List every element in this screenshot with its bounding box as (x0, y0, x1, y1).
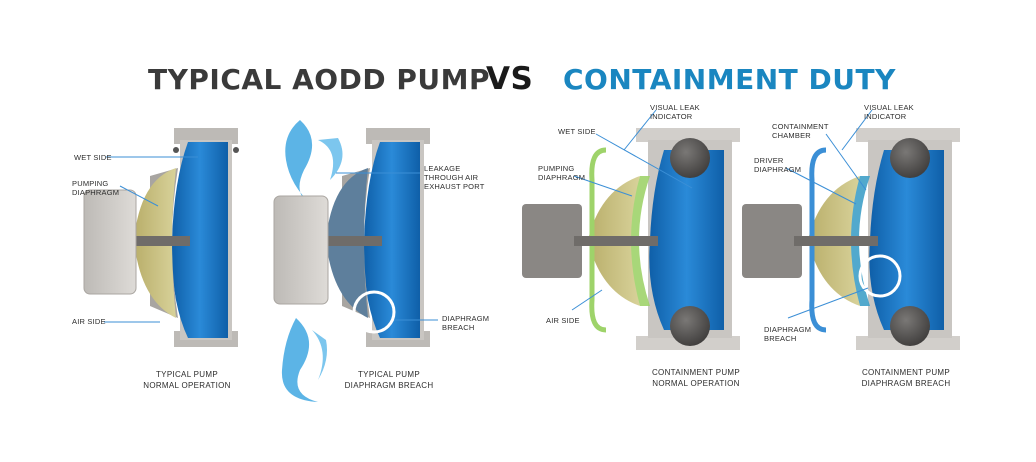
fluid-chamber (869, 150, 944, 330)
label-leakage-through-air-exhaust-port: LEAKAGE THROUGH AIR EXHAUST PORT (424, 164, 485, 191)
title-containment-duty: CONTAINMENT DUTY (563, 63, 896, 96)
label-air-side: AIR SIDE (72, 317, 106, 326)
leak-splash-bottom (312, 330, 327, 380)
manifold-top (636, 128, 740, 142)
label-air-side: AIR SIDE (546, 316, 580, 325)
leak-indicator-leader (623, 109, 657, 151)
caption-typical-breach: TYPICAL PUMP DIAPHRAGM BREACH (344, 370, 434, 390)
fluid-chamber (649, 150, 724, 330)
air-valve-block (83, 189, 137, 295)
fluid-chamber (171, 142, 228, 338)
label-driver-diaphragm: DRIVER DIAPHRAGM (754, 156, 802, 174)
air-valve-block (273, 195, 329, 305)
label-diaphragm-breach: DIAPHRAGM BREACH (764, 325, 812, 343)
title-vs: VS (486, 61, 534, 97)
fluid-chamber (363, 142, 420, 338)
air-side-leader (571, 289, 603, 311)
breach-circle (352, 290, 396, 334)
breach-leader (787, 287, 869, 319)
label-containment-chamber: CONTAINMENT CHAMBER (772, 122, 829, 140)
shaft (794, 236, 878, 246)
caption-containment-breach: CONTAINMENT PUMP DIAPHRAGM BREACH (861, 368, 951, 388)
label-visual-leak-indicator: VISUAL LEAK INDICATOR (864, 103, 914, 121)
wet-side-leader (595, 133, 693, 189)
label-wet-side: WET SIDE (74, 153, 112, 162)
panel-containment-normal (522, 109, 740, 350)
leak-splash-top (285, 120, 313, 205)
label-wet-side: WET SIDE (558, 127, 596, 136)
caption-typical-normal: TYPICAL PUMP NORMAL OPERATION (143, 370, 231, 390)
title-typical-aodd-pump: TYPICAL AODD PUMP (148, 63, 490, 96)
label-pumping-diaphragm: PUMPING DIAPHRAGM (72, 179, 120, 197)
shaft (320, 236, 382, 246)
bolt (233, 147, 239, 153)
pumping-diaphragm-leader (573, 175, 633, 197)
containment-chamber-flooded (849, 176, 870, 306)
air-valve-block (742, 204, 802, 278)
label-visual-leak-indicator: VISUAL LEAK INDICATOR (650, 103, 700, 121)
label-pumping-diaphragm: PUMPING DIAPHRAGM (538, 164, 586, 182)
check-ball-top (670, 138, 710, 178)
shaft (574, 236, 658, 246)
shaft (128, 236, 190, 246)
label-diaphragm-breach: DIAPHRAGM BREACH (442, 314, 490, 332)
check-ball-bottom (670, 306, 710, 346)
bolt (173, 147, 179, 153)
manifold-top (856, 128, 960, 142)
panel-typical-normal (83, 128, 239, 347)
air-valve-block (522, 204, 582, 278)
leak-splash-top (318, 138, 343, 180)
panel-typical-breach (273, 120, 438, 402)
check-ball-top (890, 138, 930, 178)
check-ball-bottom (890, 306, 930, 346)
leak-indicator-leader (841, 109, 873, 151)
driver-diaphragm-leader (785, 167, 857, 205)
caption-containment-normal: CONTAINMENT PUMP NORMAL OPERATION (651, 368, 741, 388)
containment-gap (629, 176, 650, 306)
panel-containment-breach (742, 109, 960, 350)
leak-splash-bottom (281, 318, 318, 402)
pumping-diaphragm-leader (119, 185, 159, 207)
breach-circle (858, 254, 902, 298)
containment-chamber-leader (825, 133, 867, 191)
